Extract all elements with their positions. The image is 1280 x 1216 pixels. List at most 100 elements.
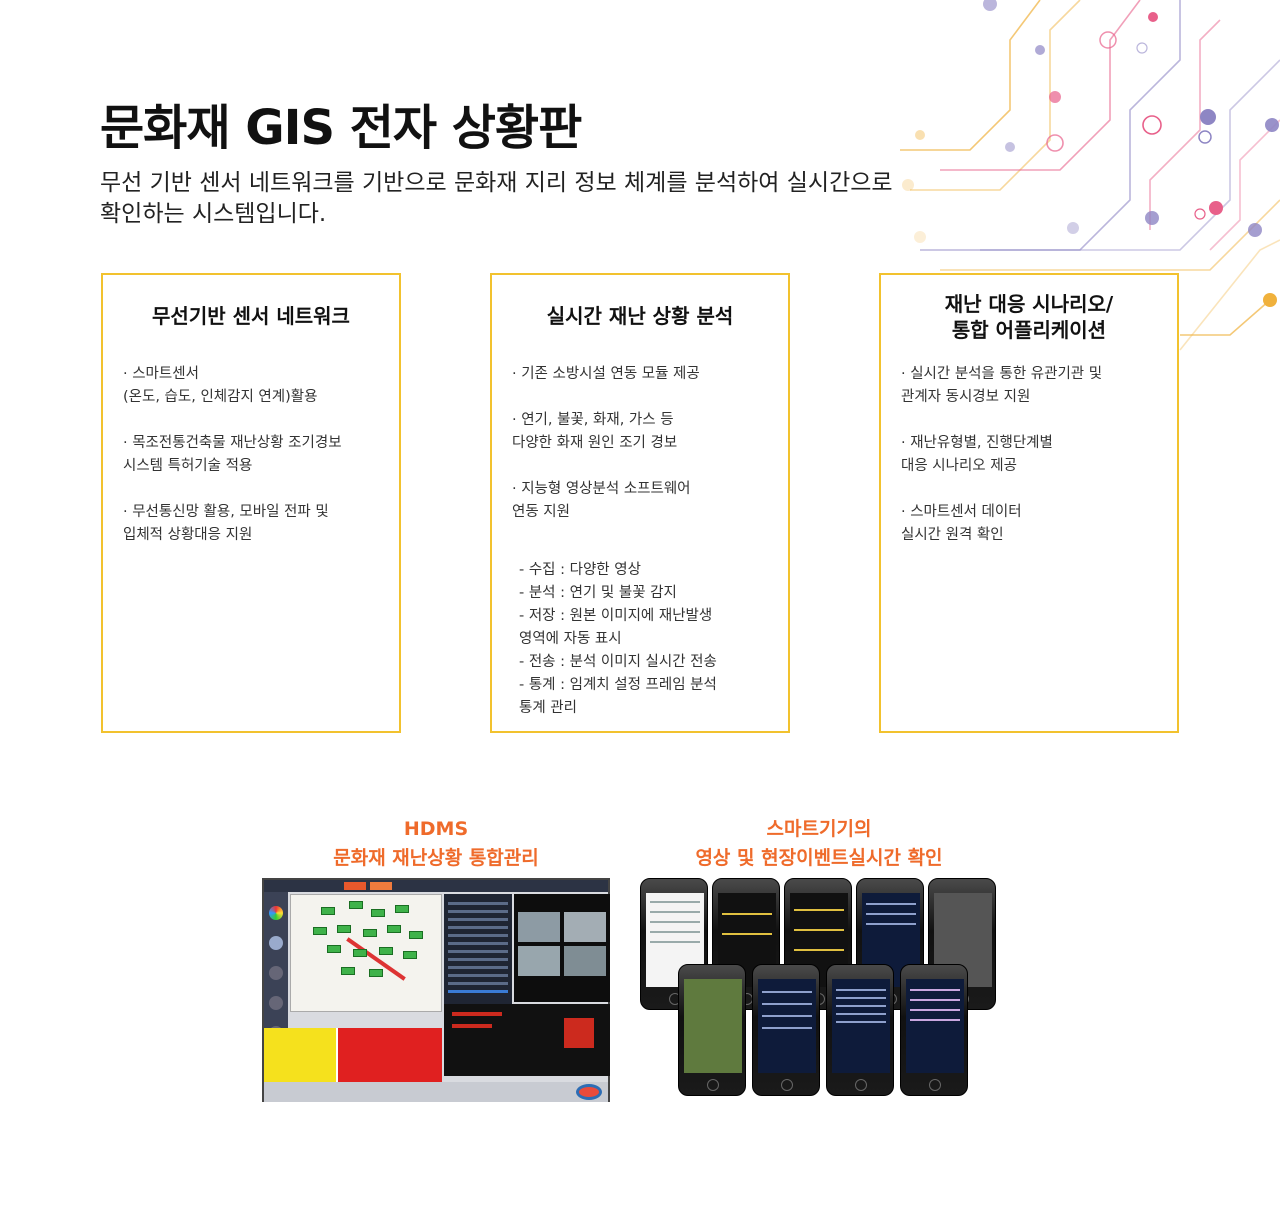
- screen-line: [836, 1021, 886, 1023]
- screen-line: [762, 1015, 812, 1017]
- alarm-table: [264, 1028, 442, 1082]
- list-item: · 실시간 분석을 통한 유관기관 및 관계자 동시경보 지원: [901, 366, 1103, 405]
- feature-card-realtime-analysis: 실시간 재난 상황 분석 · 기존 소방시설 연동 모듈 제공 · 연기, 불꽃…: [490, 273, 790, 733]
- alarm-table-danger: [338, 1028, 442, 1082]
- gis-map: [290, 894, 442, 1012]
- map-pin: [327, 945, 341, 953]
- caption-line: 영상 및 현장이벤트실시간 확인: [695, 847, 943, 869]
- list-row: [448, 950, 508, 953]
- phone: [752, 964, 820, 1096]
- alert-zone: [564, 1018, 594, 1048]
- screen-line: [910, 989, 960, 991]
- map-pin: [313, 927, 327, 935]
- caption-line: HDMS: [403, 818, 469, 840]
- sensor-list: [444, 894, 512, 1012]
- phone-screen: [906, 979, 964, 1073]
- screen-line: [650, 931, 700, 933]
- cctv-frame: [518, 946, 560, 976]
- map-pin: [387, 925, 401, 933]
- map-pin: [353, 949, 367, 957]
- feature-card-scenario-app: 재난 대응 시나리오/ 통합 어플리케이션 · 실시간 분석을 통한 유관기관 …: [879, 273, 1179, 733]
- screen-line: [762, 1003, 812, 1005]
- card-title: 실시간 재난 상황 분석: [546, 304, 734, 328]
- sub-list: - 수집 : 다양한 영상 - 분석 : 연기 및 불꽃 감지 - 저장 : 원…: [512, 559, 776, 720]
- cctv-frame: [518, 912, 560, 942]
- screen-line: [910, 999, 960, 1001]
- map-pin: [321, 907, 335, 915]
- home-button: [781, 1079, 793, 1091]
- caption-line: 스마트기기의: [766, 818, 872, 840]
- list-item: · 스마트센서 데이터 실시간 원격 확인: [901, 504, 1022, 543]
- card-title: 무선기반 센서 네트워크: [152, 304, 350, 328]
- screen-line: [794, 909, 844, 911]
- circuit-decoration: [900, 0, 1280, 351]
- card-body: · 기존 소방시설 연동 모듈 제공 · 연기, 불꽃, 화재, 가스 등 다양…: [512, 363, 776, 720]
- list-row: [448, 990, 508, 993]
- map-pin: [409, 931, 423, 939]
- topbar-tab: [344, 882, 366, 890]
- list-row: [448, 942, 508, 945]
- list-item: · 스마트센서 (온도, 습도, 인체감지 연계)활용: [123, 366, 318, 405]
- list-row: [448, 910, 508, 913]
- sub-list-item: - 저장 : 원본 이미지에 재난발생 영역에 자동 표시: [519, 608, 713, 647]
- cctv-frame: [564, 946, 606, 976]
- analysis-panel: [444, 1004, 610, 1076]
- gauge-icon: [269, 996, 283, 1010]
- list-item: · 기존 소방시설 연동 모듈 제공: [512, 366, 700, 382]
- list-item: · 지능형 영상분석 소프트웨어 연동 지원: [512, 481, 691, 520]
- list-row: [448, 926, 508, 929]
- caption-line: 문화재 재난상황 통합관리: [333, 847, 539, 869]
- list-item: · 목조전통건축물 재난상황 조기경보 시스템 특허기술 적용: [123, 435, 342, 474]
- dashboard-topbar: [264, 880, 608, 892]
- screen-line: [836, 997, 886, 999]
- card-body: · 스마트센서 (온도, 습도, 인체감지 연계)활용 · 목조전통건축물 재난…: [123, 363, 387, 570]
- phone: [678, 964, 746, 1096]
- phone-screen: [646, 893, 704, 987]
- phone: [640, 878, 708, 1010]
- home-button: [929, 1079, 941, 1091]
- map-pin: [379, 947, 393, 955]
- card-title: 재난 대응 시나리오/ 통합 어플리케이션: [944, 292, 1114, 342]
- screen-line: [762, 1027, 812, 1029]
- screen-line: [650, 941, 700, 943]
- list-item: · 연기, 불꽃, 화재, 가스 등 다양한 화재 원인 조기 경보: [512, 412, 678, 451]
- alert-bar: [452, 1012, 502, 1016]
- card-body: · 실시간 분석을 통한 유관기관 및 관계자 동시경보 지원 · 재난유형별,…: [901, 363, 1165, 570]
- screen-line: [910, 1009, 960, 1011]
- map-pin: [369, 969, 383, 977]
- map-pin: [395, 905, 409, 913]
- page-title: 문화재 GIS 전자 상황판: [100, 100, 582, 156]
- map-pin: [337, 925, 351, 933]
- cloud-icon: [269, 936, 283, 950]
- phone-screen: [684, 979, 742, 1073]
- alarm-table-warning: [264, 1028, 336, 1082]
- list-item: · 무선통신망 활용, 모바일 전파 및 입체적 상황대응 지원: [123, 504, 329, 543]
- screen-line: [866, 923, 916, 925]
- list-row: [448, 958, 508, 961]
- hdms-dashboard-image: [262, 878, 610, 1102]
- list-row: [448, 966, 508, 969]
- list-row: [448, 982, 508, 985]
- phone-screen: [758, 979, 816, 1073]
- screen-line: [722, 933, 772, 935]
- weather-icon: [269, 906, 283, 920]
- screen-line: [794, 949, 844, 951]
- cctv-frame: [564, 912, 606, 942]
- screen-line: [650, 921, 700, 923]
- screen-line: [794, 929, 844, 931]
- alert-bar: [452, 1024, 492, 1028]
- screen-line: [866, 903, 916, 905]
- screen-line: [722, 913, 772, 915]
- sub-list-item: - 전송 : 분석 이미지 실시간 전송: [519, 654, 717, 670]
- sub-list-item: - 수집 : 다양한 영상: [519, 562, 641, 578]
- home-button: [707, 1079, 719, 1091]
- screen-line: [866, 913, 916, 915]
- home-button: [855, 1079, 867, 1091]
- screen-line: [650, 911, 700, 913]
- phone-screen: [832, 979, 890, 1073]
- list-item: · 재난유형별, 진행단계별 대응 시나리오 제공: [901, 435, 1053, 474]
- gauge-icon: [269, 966, 283, 980]
- phone: [826, 964, 894, 1096]
- screen-line: [762, 991, 812, 993]
- map-pin: [349, 901, 363, 909]
